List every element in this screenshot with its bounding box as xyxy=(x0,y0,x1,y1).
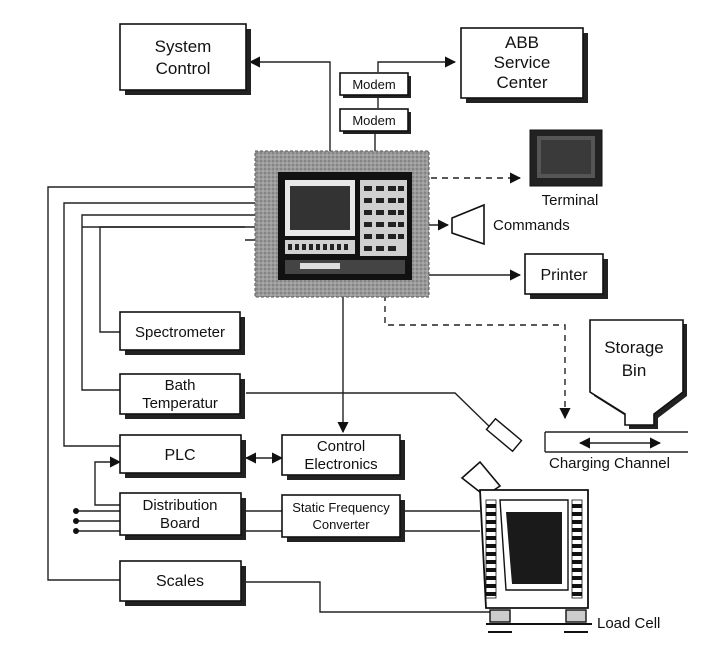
distribution-board-label-1: Distribution xyxy=(142,497,217,514)
storage-bin: Storage Bin xyxy=(589,319,687,429)
terminal-device: Terminal xyxy=(529,129,603,209)
commands-label: Commands xyxy=(493,217,570,234)
distribution-board-box: Distribution Board xyxy=(119,492,246,540)
modem-bottom-label: Modem xyxy=(352,113,395,128)
abb-label-3: Center xyxy=(496,73,547,92)
bath-temperature-label-2: Temperatur xyxy=(142,395,218,412)
charging-channel: Charging Channel xyxy=(544,431,688,472)
converter-label-1: Static Frequency xyxy=(292,500,390,515)
spectrometer-label: Spectrometer xyxy=(135,324,225,341)
abb-label-1: ABB xyxy=(505,33,539,52)
plc-label: PLC xyxy=(164,447,195,464)
bath-temperature-box: Bath Temperatur xyxy=(119,373,245,419)
modem-bottom-box: Modem xyxy=(339,108,411,134)
terminal-label: Terminal xyxy=(542,192,599,209)
scales-box: Scales xyxy=(119,560,246,606)
bath-temperature-label-1: Bath xyxy=(165,377,196,394)
storage-bin-label-1: Storage xyxy=(604,338,664,357)
control-electronics-label-2: Electronics xyxy=(304,456,377,473)
system-control-label-2: Control xyxy=(156,59,211,78)
charging-channel-label: Charging Channel xyxy=(549,455,670,472)
printer-box: Printer xyxy=(524,253,608,299)
converter-label-2: Converter xyxy=(312,517,370,532)
abb-service-center-box: ABB Service Center xyxy=(460,27,588,103)
abb-label-2: Service xyxy=(494,53,551,72)
printer-label: Printer xyxy=(540,267,588,284)
modem-top-label: Modem xyxy=(352,77,395,92)
storage-bin-label-2: Bin xyxy=(622,361,647,380)
plc-box: PLC xyxy=(119,434,246,478)
system-control-box: System Control xyxy=(119,23,251,95)
modem-top-box: Modem xyxy=(339,72,411,98)
static-frequency-converter-box: Static Frequency Converter xyxy=(281,494,405,542)
system-control-label-1: System xyxy=(155,37,212,56)
spectrometer-box: Spectrometer xyxy=(119,311,245,355)
connection-lines xyxy=(47,56,571,613)
induction-furnace xyxy=(460,460,592,633)
power-input-dots xyxy=(73,508,79,534)
control-electronics-label-1: Control xyxy=(317,438,365,455)
operator-console xyxy=(254,150,430,298)
scales-label: Scales xyxy=(156,573,204,590)
temperature-probe xyxy=(485,417,523,453)
control-electronics-box: Control Electronics xyxy=(281,434,405,480)
distribution-board-label-2: Board xyxy=(160,515,200,532)
commands-device: Commands xyxy=(451,203,570,246)
load-cell-label: Load Cell xyxy=(597,615,660,632)
